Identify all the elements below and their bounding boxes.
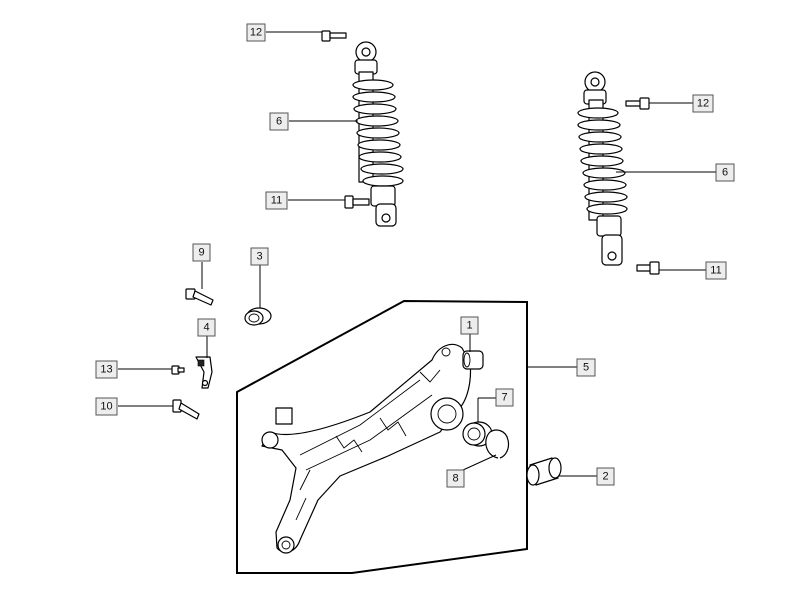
bushing-3: [244, 307, 272, 326]
callout-4: 4: [197, 318, 216, 337]
callout-12-left: 12: [246, 23, 266, 42]
callout-label: 12: [250, 27, 262, 39]
callout-label: 8: [452, 473, 458, 485]
right-shock-absorber: [577, 71, 628, 266]
callout-6-left: 6: [269, 112, 289, 131]
callout-label: 2: [602, 471, 608, 483]
callout-label: 3: [256, 251, 262, 263]
callout-label: 7: [501, 392, 507, 404]
callout-13: 13: [95, 360, 118, 379]
callout-label: 12: [697, 98, 709, 110]
callout-label: 5: [583, 362, 589, 374]
callout-label: 1: [466, 320, 472, 332]
swingarm: [261, 343, 472, 554]
bracket-4: [195, 356, 213, 389]
bolt-11-right: [636, 261, 660, 275]
callout-label: 6: [722, 167, 728, 179]
bolt-10: [172, 399, 200, 420]
callout-label: 11: [710, 265, 721, 277]
callout-9: 9: [192, 243, 211, 262]
bolt-9: [185, 288, 214, 306]
callout-7: 7: [495, 388, 514, 407]
callout-2: 2: [596, 467, 615, 486]
bolt-12-left: [321, 30, 347, 42]
callout-label: 10: [100, 401, 112, 413]
bushing-1: [462, 350, 484, 370]
callout-5: 5: [576, 358, 596, 377]
callout-label: 9: [198, 247, 204, 259]
callout-10: 10: [95, 397, 118, 416]
callout-12-right: 12: [692, 94, 714, 113]
bushing-2: [526, 457, 562, 486]
swingarm-assembly-frame: [236, 299, 528, 574]
left-shock-absorber: [352, 41, 404, 227]
callout-6-right: 6: [715, 163, 735, 182]
bolt-12-right: [625, 97, 650, 110]
callout-label: 11: [271, 195, 282, 207]
callout-label: 6: [276, 116, 282, 128]
callout-3: 3: [250, 247, 269, 266]
callout-1: 1: [460, 316, 479, 335]
leader-8: [462, 454, 497, 471]
callout-label: 4: [203, 322, 209, 334]
callout-label: 13: [100, 364, 112, 376]
callout-11-left: 11: [265, 191, 288, 210]
circlip-8: [485, 429, 510, 459]
callout-11-right: 11: [705, 261, 727, 280]
callout-8: 8: [446, 469, 465, 488]
screw-13: [171, 365, 185, 375]
bolt-11-left: [344, 195, 370, 209]
